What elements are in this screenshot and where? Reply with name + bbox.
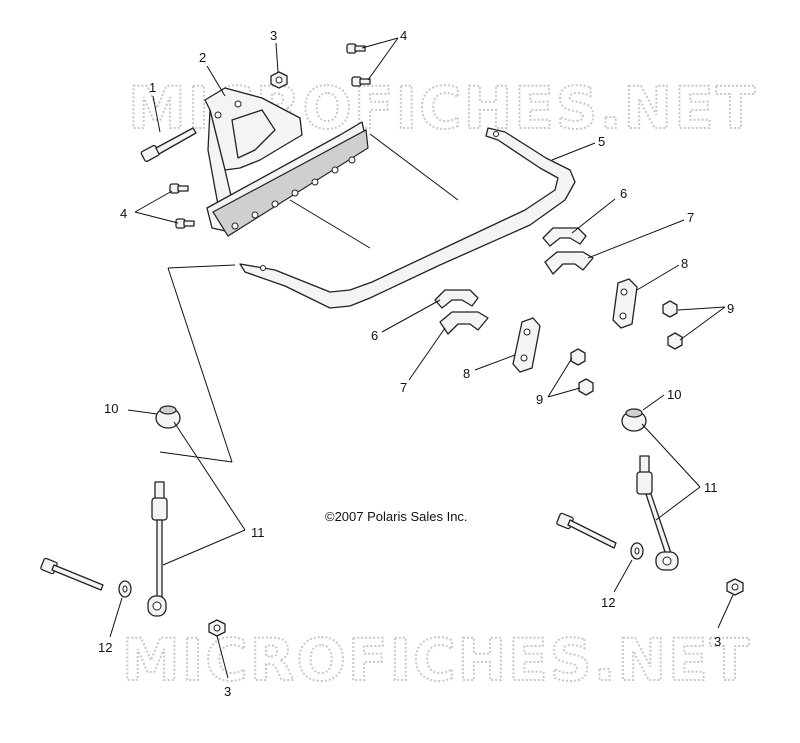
callout-6-left: 6 bbox=[371, 328, 378, 343]
part-4-bolt-left-a bbox=[169, 183, 189, 194]
part-3-nut-bottom-left bbox=[208, 619, 226, 637]
callout-8-left: 8 bbox=[463, 366, 470, 381]
part-11-end-link-right bbox=[636, 455, 679, 571]
part-7-clamp-left bbox=[439, 311, 489, 335]
part-1-bolt bbox=[140, 127, 197, 162]
callouts: 1 2 3 4 4 5 6 6 7 7 8 8 9 9 10 10 11 11 … bbox=[98, 28, 734, 699]
callout-2: 2 bbox=[199, 50, 206, 65]
part-3-nut-top bbox=[270, 71, 288, 89]
callout-3-top: 3 bbox=[270, 28, 277, 43]
callout-6-right: 6 bbox=[620, 186, 627, 201]
part-12-bolt-right bbox=[556, 512, 617, 549]
part-7-clamp-right bbox=[544, 251, 594, 275]
leader-lines bbox=[109, 37, 734, 679]
callout-3-bottom-right: 3 bbox=[714, 634, 721, 649]
callout-4-left: 4 bbox=[120, 206, 127, 221]
callout-8-right: 8 bbox=[681, 256, 688, 271]
watermark-bottom: MICROFICHES.NET bbox=[122, 626, 751, 694]
part-12-bolt-left bbox=[40, 557, 104, 591]
part-10-bushing-left bbox=[155, 405, 181, 429]
callout-1: 1 bbox=[149, 80, 156, 95]
part-8-plate-left bbox=[512, 317, 541, 373]
callout-12-right: 12 bbox=[601, 595, 615, 610]
part-4-bolt-left-b bbox=[175, 218, 195, 229]
part-8-plate-right bbox=[612, 278, 638, 329]
callout-11-right: 11 bbox=[704, 480, 718, 495]
part-9-nut-a bbox=[570, 348, 586, 366]
part-12-washer-right bbox=[630, 542, 644, 560]
callout-5: 5 bbox=[598, 134, 605, 149]
part-9-nut-b bbox=[578, 378, 594, 396]
part-6-bushing-left bbox=[434, 289, 479, 309]
part-3-nut-bottom-right bbox=[726, 578, 744, 596]
callout-10-right: 10 bbox=[667, 387, 681, 402]
callout-10-left: 10 bbox=[104, 401, 118, 416]
callout-7-right: 7 bbox=[687, 210, 694, 225]
callout-9-left: 9 bbox=[536, 392, 543, 407]
part-6-bushing-right bbox=[542, 227, 587, 247]
part-5-stabilizer-bar bbox=[239, 127, 576, 309]
callout-9-right: 9 bbox=[727, 301, 734, 316]
part-4-bolt-top-a bbox=[346, 43, 366, 54]
part-4-bolt-top-b bbox=[351, 76, 371, 87]
part-9-nut-d bbox=[667, 332, 683, 350]
part-12-washer-left bbox=[118, 580, 132, 598]
callout-11-left: 11 bbox=[251, 525, 265, 540]
copyright-text: ©2007 Polaris Sales Inc. bbox=[325, 509, 468, 524]
part-2-mounting-bracket bbox=[204, 87, 369, 237]
callout-12-left: 12 bbox=[98, 640, 112, 655]
callout-3-bottom-left: 3 bbox=[224, 684, 231, 699]
part-11-end-link-left bbox=[147, 481, 168, 617]
part-10-bushing-right bbox=[621, 408, 647, 432]
callout-7-left: 7 bbox=[400, 380, 407, 395]
part-9-nut-c bbox=[662, 300, 678, 318]
callout-4-top: 4 bbox=[400, 28, 407, 43]
